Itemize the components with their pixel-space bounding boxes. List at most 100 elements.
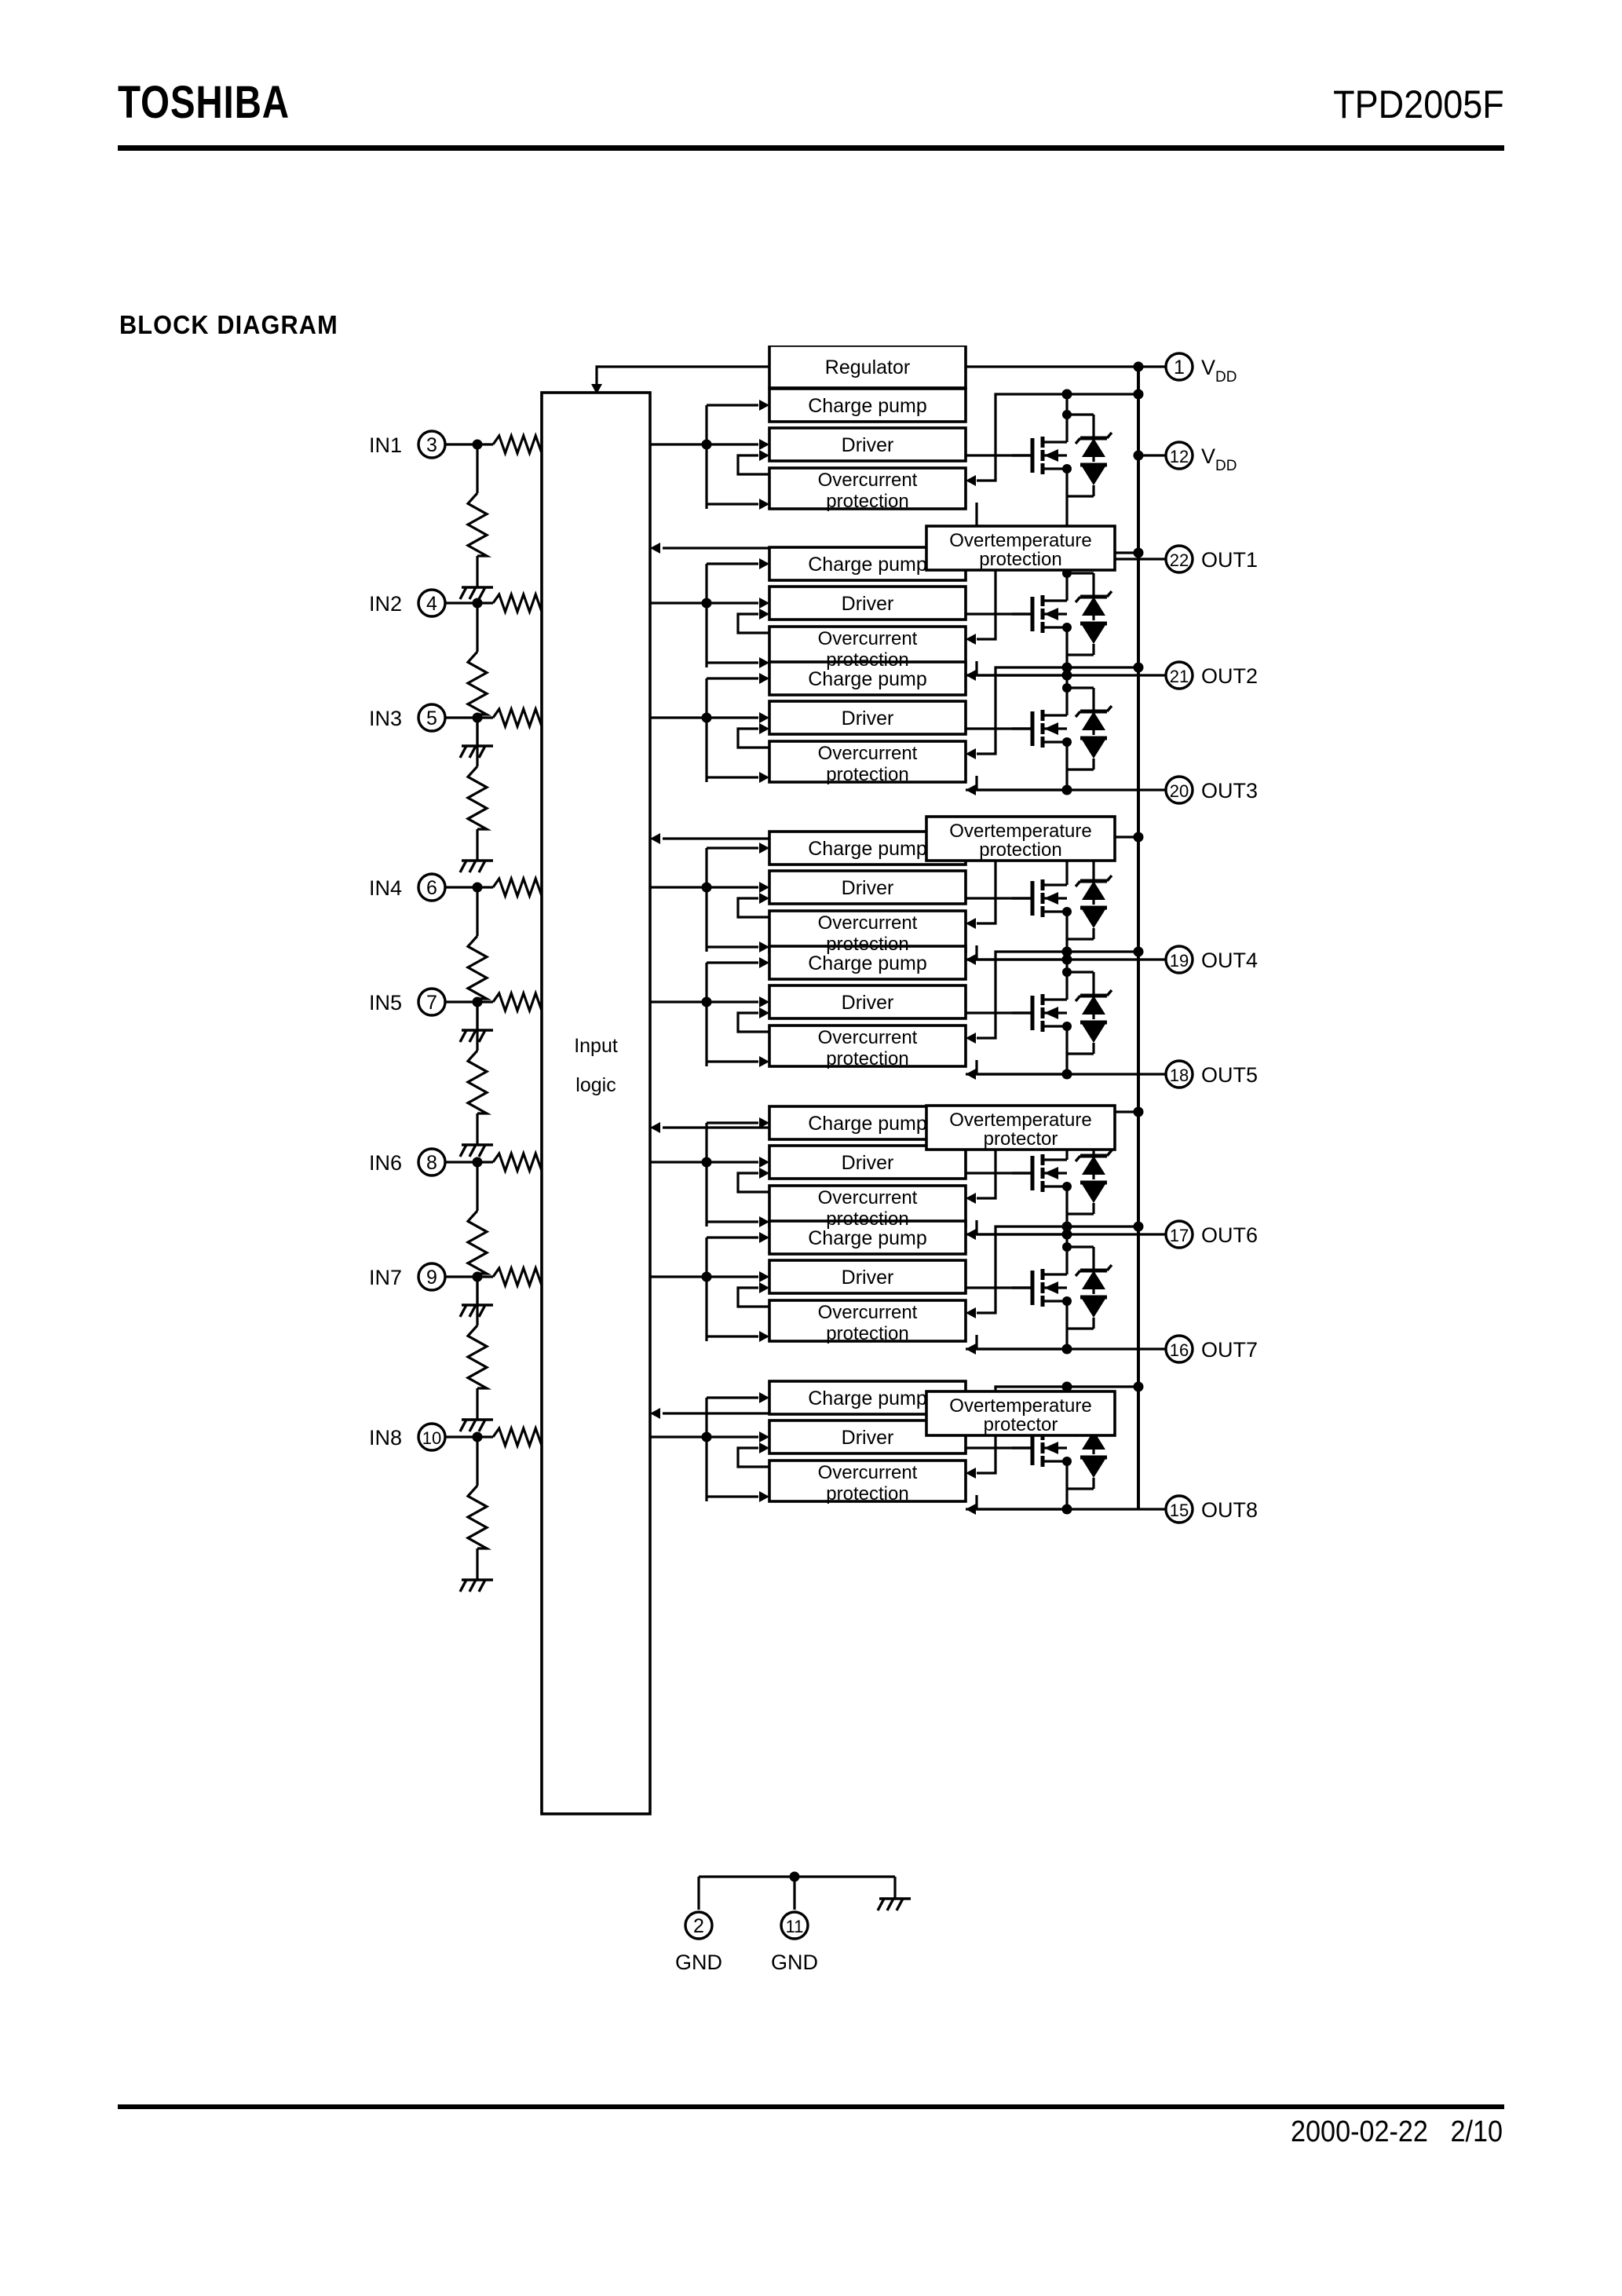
- overcurrent-feedback-arrow-7: [759, 1282, 769, 1293]
- input-label-8: IN8: [369, 1426, 402, 1450]
- source-sense-arrow-6: [966, 1229, 976, 1240]
- output-label-4: OUT4: [1201, 949, 1258, 972]
- overtemperature-label1-4: Overtemperature: [949, 1395, 1091, 1417]
- vdd-bus-node-7: [1133, 1221, 1144, 1232]
- overtemperature-block-1: [925, 525, 1116, 572]
- overcurrent-label1-4: Overcurrent: [818, 912, 918, 934]
- input-pin-5-circle: [417, 987, 447, 1017]
- overcurrent-feedback-wire-3: [736, 727, 769, 749]
- overtemperature-feedback-arrow-3: [650, 1122, 660, 1133]
- channel-tap-node-8: [701, 1431, 712, 1442]
- driver-label-5: Driver: [842, 992, 894, 1014]
- output-node-8: [1061, 1504, 1072, 1515]
- shape-layer: [417, 345, 1194, 1940]
- driver-input-arrow-3: [759, 712, 769, 723]
- charge-pump-label-7: Charge pump: [808, 1227, 926, 1249]
- overcurrent-feedback-wire-8: [736, 1446, 769, 1468]
- vdd2-bus-node: [1133, 450, 1144, 461]
- part-number: TPD2005F: [1333, 82, 1504, 126]
- input-ground-5: [458, 1143, 493, 1157]
- vdd2-label: VDD: [1201, 444, 1237, 474]
- driver-input-arrow-4: [759, 882, 769, 893]
- charge-pump-input-arrow-6: [759, 1117, 769, 1128]
- overcurrent-label1-3: Overcurrent: [818, 743, 918, 764]
- overcurrent-label2-2: protection: [826, 649, 908, 671]
- input-node-8: [472, 1431, 483, 1442]
- input-label-4: IN4: [369, 876, 402, 900]
- overcurrent-label2-1: protection: [826, 491, 908, 512]
- output-node-7: [1061, 1344, 1072, 1355]
- charge-pump-input-arrow-2: [759, 558, 769, 569]
- drain-node-1: [1061, 389, 1072, 400]
- output-pin-8-number: 15: [1170, 1501, 1189, 1520]
- drain-sense-arrow-6: [966, 1193, 976, 1204]
- vdd-bus-node-6: [1133, 1106, 1144, 1117]
- overcurrent-label1-6: Overcurrent: [818, 1187, 918, 1208]
- input-node-4: [472, 882, 483, 893]
- charge-pump-label-4: Charge pump: [808, 838, 926, 860]
- charge-pump-input-arrow-8: [759, 1392, 769, 1403]
- input-ground-2: [458, 744, 493, 759]
- charge-pump-block-1: [768, 387, 967, 423]
- driver-block-4: [768, 869, 967, 905]
- regulator-to-logic-arrow: [591, 384, 602, 394]
- input-node-5: [472, 996, 483, 1007]
- vdd-bus-node-1: [1133, 389, 1144, 400]
- driver-block-3: [768, 700, 967, 736]
- overcurrent-feedback-wire-5: [736, 1011, 769, 1033]
- overtemperature-feedback-arrow-4: [650, 1408, 660, 1419]
- vdd1-bus-node: [1133, 361, 1144, 372]
- input-pin-3-circle: [417, 703, 447, 733]
- input-label-3: IN3: [369, 707, 402, 730]
- output-pin-1-number: 22: [1170, 550, 1189, 570]
- input-pin-6-number: 8: [426, 1152, 437, 1174]
- vdd-bus-node-3: [1133, 662, 1144, 673]
- overcurrent-label1-2: Overcurrent: [818, 628, 918, 649]
- output-pin-4-circle: [1164, 945, 1194, 974]
- output-node-4: [1061, 954, 1072, 965]
- overtemperature-block-2: [925, 815, 1116, 862]
- driver-label-4: Driver: [842, 877, 894, 899]
- regulator-to-logic-wire: [595, 365, 769, 388]
- overtemperature-feedback-arrow-1: [650, 543, 660, 554]
- output-label-7: OUT7: [1201, 1338, 1258, 1362]
- input-label-1: IN1: [369, 433, 402, 457]
- output-pin-4-number: 19: [1170, 951, 1189, 971]
- input-pin-4-number: 6: [426, 877, 437, 899]
- overtemperature-block-4: [925, 1390, 1116, 1437]
- vdd-bus-node-8: [1133, 1381, 1144, 1392]
- drain-node-3: [1061, 662, 1072, 673]
- footer-text: 2000-02-22 2/10: [1290, 2115, 1503, 2148]
- driver-block-5: [768, 984, 967, 1020]
- output-pin-6-number: 17: [1170, 1226, 1189, 1245]
- overcurrent-feedback-arrow-6: [759, 1168, 769, 1179]
- input-pin-1-number: 3: [426, 434, 437, 456]
- gnd-pin-2-circle: [780, 1910, 809, 1940]
- overcurrent-block-7: [768, 1299, 967, 1343]
- pulldown-resistor-2: [465, 650, 492, 716]
- vdd1-label: VDD: [1201, 356, 1237, 386]
- vdd-bus-node-2: [1133, 547, 1144, 558]
- output-mosfet-7: [1012, 1242, 1113, 1330]
- drain-node-5: [1061, 946, 1072, 957]
- drain-sense-wire-7: [977, 1225, 1067, 1314]
- output-pin-5-circle: [1164, 1059, 1194, 1089]
- vdd-bus-node-4: [1133, 832, 1144, 843]
- overcurrent-input-arrow-6: [759, 1216, 769, 1227]
- overcurrent-feedback-arrow-5: [759, 1007, 769, 1018]
- overcurrent-label2-8: protection: [826, 1483, 908, 1504]
- drain-sense-arrow-3: [966, 748, 976, 759]
- source-sense-arrow-7: [966, 1344, 976, 1355]
- page-header: TOSHIBA TPD2005F: [118, 79, 1504, 149]
- input-series-resistor-6: [491, 1150, 543, 1175]
- overtemperature-label1-3: Overtemperature: [949, 1110, 1091, 1131]
- input-ground-1: [458, 586, 493, 600]
- driver-label-3: Driver: [842, 707, 894, 729]
- overcurrent-label1-1: Overcurrent: [818, 470, 918, 491]
- drain-sense-wire-3: [977, 666, 1067, 755]
- drain-sense-arrow-5: [966, 1033, 976, 1044]
- drain-node-8: [1061, 1381, 1072, 1392]
- toshiba-logo: TOSHIBA: [118, 77, 290, 128]
- input-label-7: IN7: [369, 1266, 402, 1289]
